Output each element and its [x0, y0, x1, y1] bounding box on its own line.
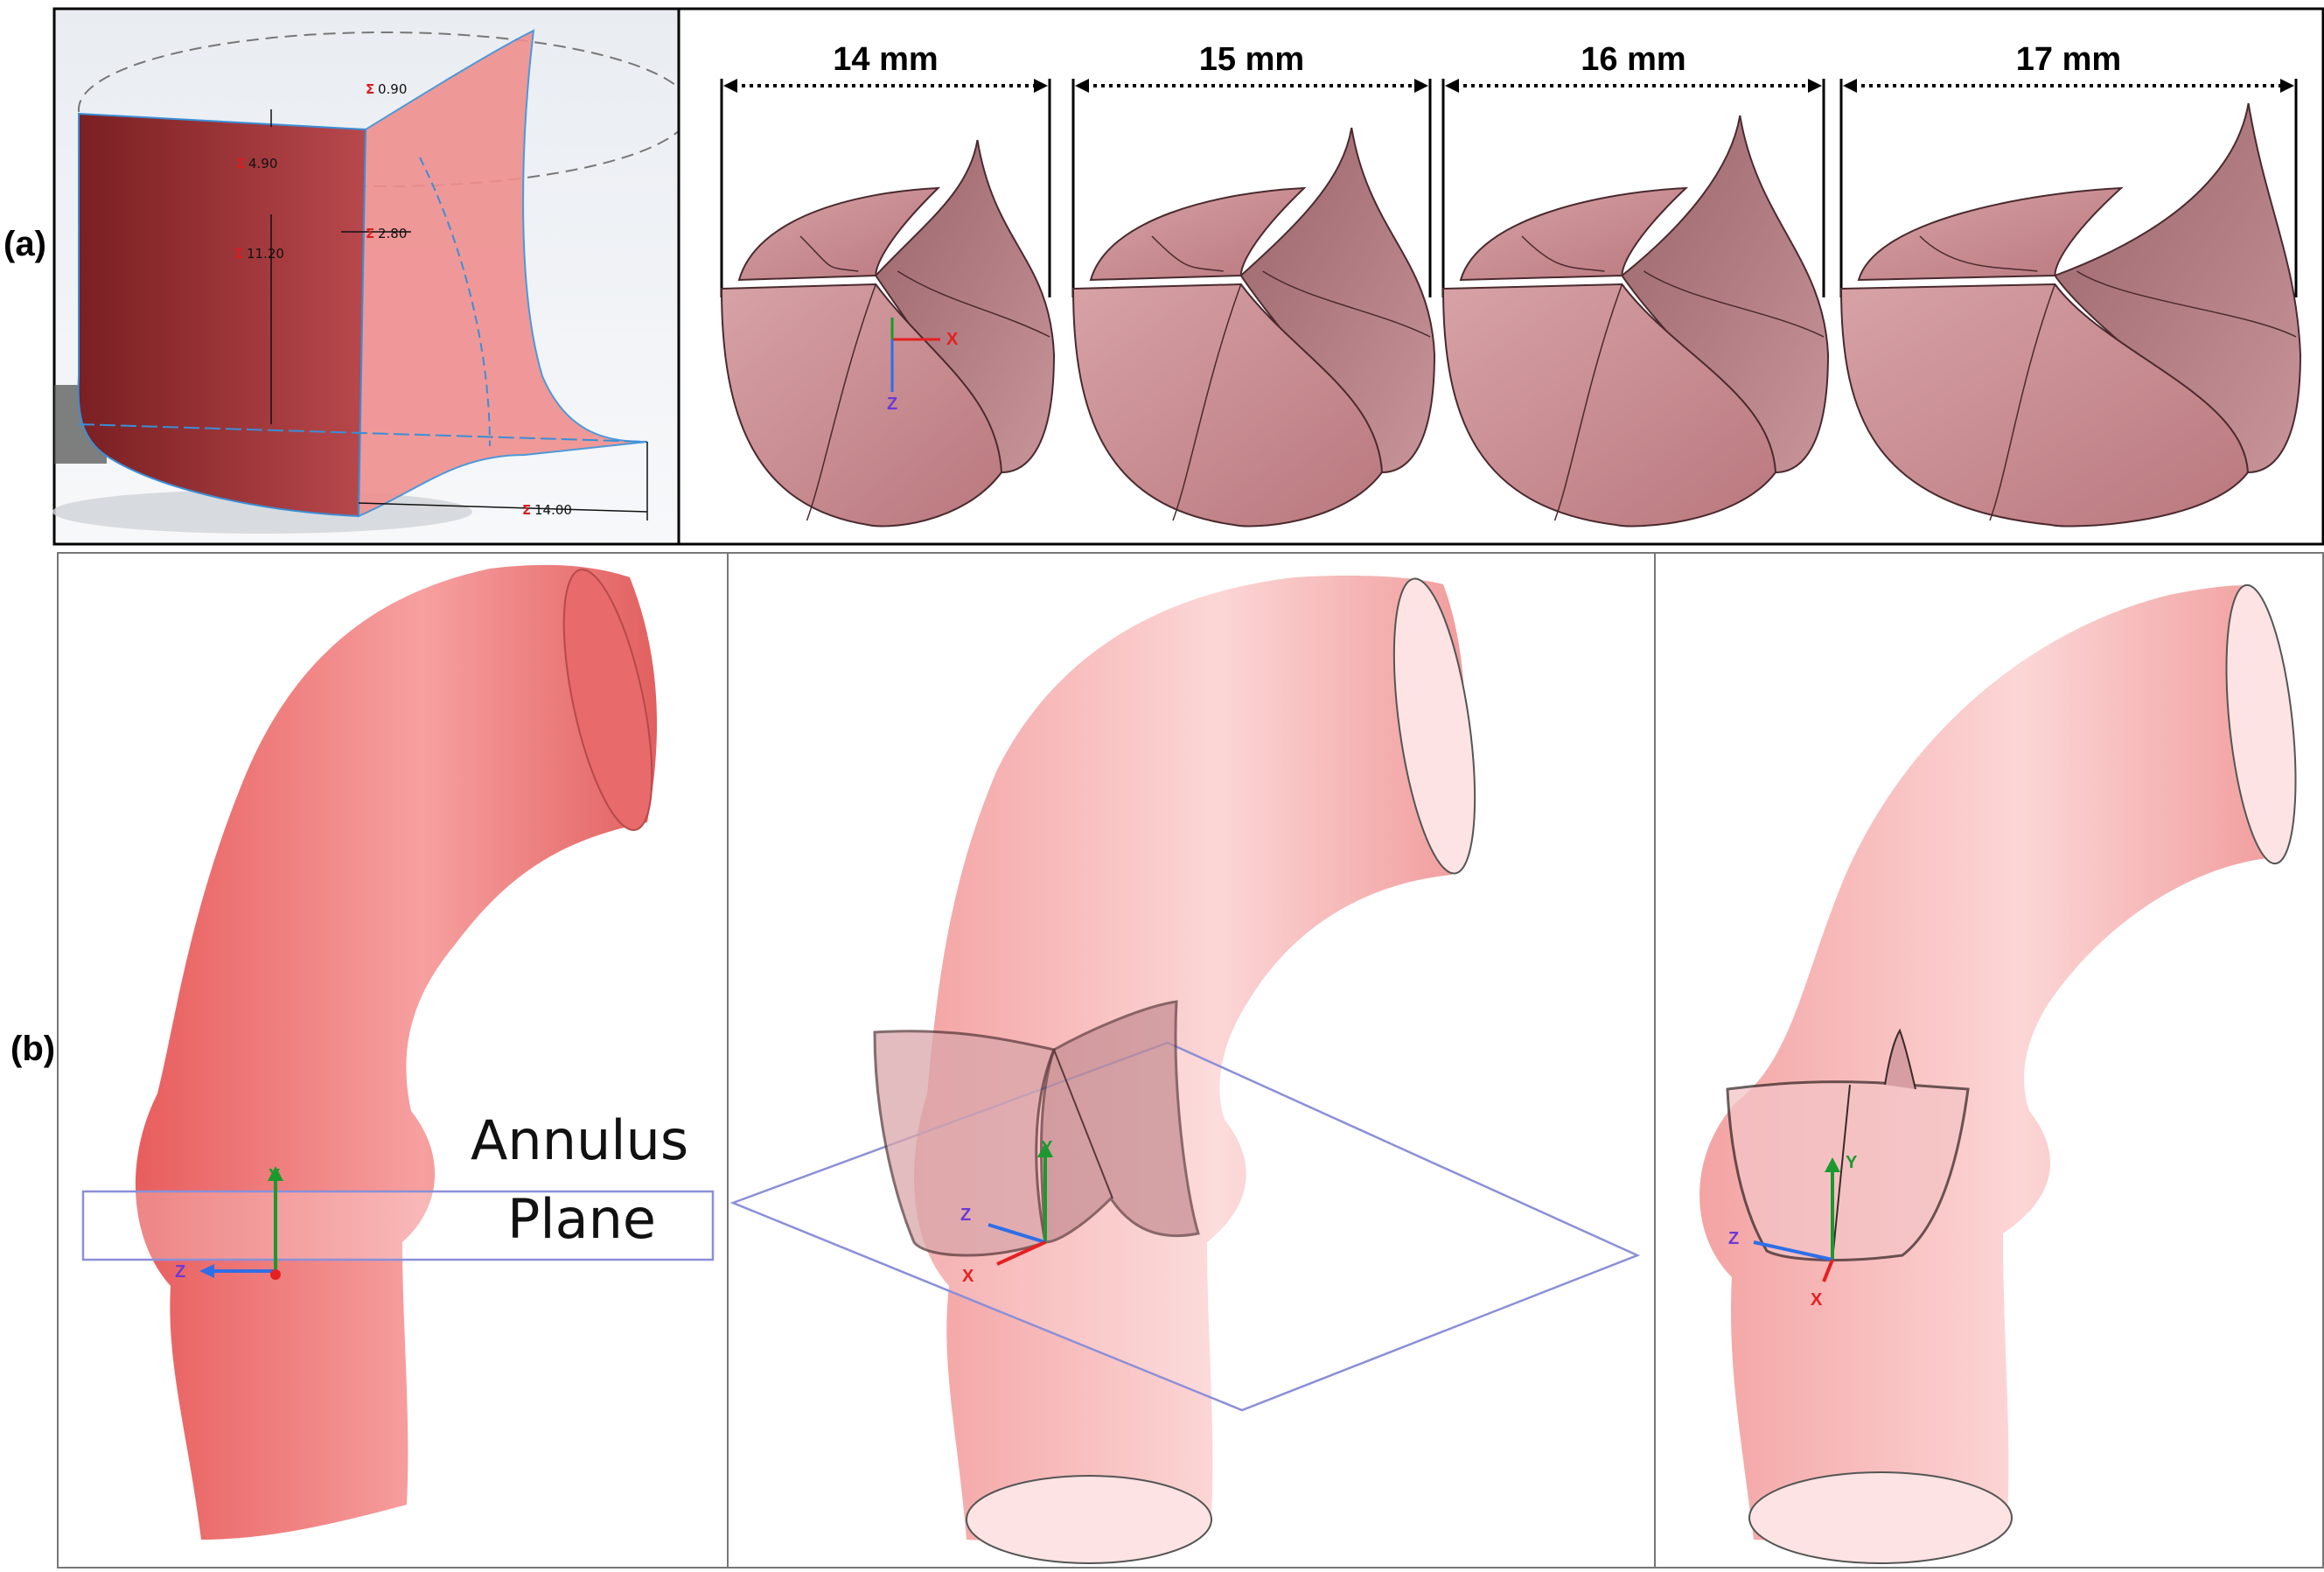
- valve-front-leaflet-4: [1839, 283, 2250, 527]
- size-label-1: 14 mm: [833, 41, 938, 78]
- size-arrow-right-1: [1034, 79, 1048, 93]
- valve-seam-c-1: [799, 235, 859, 272]
- valve-seam-c-3: [1521, 235, 1605, 272]
- valve-seam-c-4: [1919, 235, 2038, 272]
- cad-dim-sym-4: Σ: [234, 246, 243, 262]
- cad-leaflet-pink: [357, 29, 648, 518]
- valve-back-leaflet-1: [737, 186, 941, 282]
- closed-valve-seam: [1832, 1084, 1851, 1261]
- aorta-inlet-3: [1748, 1471, 2013, 1564]
- aorta-outlet-3: [2225, 583, 2297, 865]
- size-arrow-right-3: [1808, 79, 1822, 93]
- valve-back-leaflet-2: [1089, 186, 1307, 282]
- cad-dim-3: 2.80: [378, 226, 407, 241]
- valve-seam-b-4: [2076, 270, 2297, 338]
- valve-size-2: 15 mm: [1071, 41, 1436, 527]
- cad-dim-sym-2: Σ: [236, 156, 245, 171]
- cad-dim-2: 4.90: [248, 156, 277, 171]
- valve-seam-c-2: [1151, 235, 1224, 272]
- axis-y-2-label: Y: [1041, 1138, 1053, 1157]
- cad-dim-sym-3: Σ: [366, 226, 374, 241]
- valve-size-4: 17 mm: [1839, 41, 2302, 527]
- axis-y-1-arrow: [268, 1166, 283, 1181]
- aorta-inlet-2: [966, 1475, 1212, 1564]
- valve-size-3: 16 mm: [1441, 41, 1830, 527]
- size-label-3: 16 mm: [1581, 41, 1685, 78]
- size-arrow-right-4: [2280, 79, 2294, 93]
- axis-z-2-label: Z: [960, 1205, 971, 1225]
- valve-seam-a-3: [1553, 283, 1623, 521]
- cad-dim-4: 11.20: [247, 246, 284, 262]
- valve-front-leaflet-2: [1071, 283, 1384, 527]
- cad-dim-1: 0.90: [378, 81, 407, 97]
- valve-size-1: 14 mm X Z: [720, 41, 1056, 527]
- valve-seam-a-4: [1989, 283, 2056, 521]
- size-arrow-left-1: [723, 79, 737, 93]
- axis-z-2: [988, 1223, 1046, 1244]
- valve-seam-b-2: [1262, 270, 1431, 338]
- cad-dim-bottom: [358, 502, 648, 513]
- cad-base-line: [78, 423, 648, 443]
- closed-valve-tip: [1884, 1028, 1916, 1090]
- axis-x-1-dot: [270, 1269, 281, 1280]
- valve-seam-b-3: [1644, 270, 1825, 338]
- panel-b-label: (b): [10, 1030, 55, 1068]
- aorta-opaque: Y Z: [81, 564, 715, 1540]
- axis-z-3: [1753, 1240, 1833, 1261]
- axis-y-3-label: Y: [1846, 1153, 1858, 1172]
- cad-sketch-curve: [419, 157, 491, 447]
- aorta-outlet-1: [562, 569, 653, 831]
- valve-leaflet-2: [1040, 1000, 1200, 1244]
- axis-x-3-label: X: [1811, 1290, 1823, 1310]
- size-label-2: 15 mm: [1199, 41, 1304, 78]
- valve-seam-a-2: [1172, 283, 1242, 521]
- valve-axis-x-label: X: [946, 330, 959, 349]
- valve-seam-b-1: [897, 270, 1050, 338]
- valve-front-leaflet-1: [720, 283, 1003, 527]
- valve-back-leaflet-3: [1459, 186, 1689, 282]
- axis-y-3-arrow: [1825, 1157, 1840, 1172]
- size-arrow-right-2: [1414, 79, 1428, 93]
- size-label-4: 17 mm: [2016, 41, 2121, 78]
- cad-dim-sym-1: Σ: [366, 81, 374, 97]
- size-arrow-left-2: [1075, 79, 1089, 93]
- size-arrow-left-3: [1445, 79, 1459, 93]
- cad-dim-5: 14.00: [534, 502, 572, 518]
- annulus-plane-box: [81, 1190, 715, 1261]
- aorta-transparent-right: Y Z X: [1699, 583, 2297, 1564]
- valve-commissure: [1053, 1049, 1113, 1199]
- axis-x-2-label: X: [962, 1267, 974, 1286]
- axis-y-2-arrow: [1037, 1142, 1053, 1157]
- aorta-body-1: [135, 564, 658, 1540]
- axis-z-1-arrow: [199, 1264, 214, 1278]
- valve-axis-z-label: Z: [887, 395, 897, 414]
- aorta-body-3: [1699, 585, 2283, 1541]
- aorta-body-2: [914, 575, 1466, 1541]
- valve-seam-a-1: [806, 283, 876, 521]
- panel-a-label: (a): [3, 225, 46, 263]
- axis-z-3-label: Z: [1728, 1229, 1739, 1248]
- valve-size-group: 14 mm X Z 15 mm 16 mm 17 mm: [720, 41, 2302, 527]
- axis-x-2: [996, 1240, 1046, 1266]
- axis-y-1-label: Y: [269, 1166, 281, 1185]
- valve-front-leaflet-3: [1441, 283, 1777, 527]
- aorta-outlet-2: [1392, 577, 1476, 875]
- annulus-label-line2: Plane: [507, 1187, 656, 1251]
- cad-dim-sym-5: Σ: [522, 502, 531, 518]
- closed-valve-leaflets: [1726, 1080, 1970, 1261]
- cad-leaflet-dark: [77, 112, 367, 518]
- aorta-transparent-center: Y Z X: [729, 575, 1641, 1564]
- size-arrow-left-4: [1843, 79, 1857, 93]
- axis-x-3: [1822, 1259, 1834, 1282]
- axis-z-1-label: Z: [175, 1262, 185, 1282]
- annulus-label-line1: Annulus: [471, 1108, 688, 1172]
- cad-drawing-panel: Σ 0.90 Σ 4.90 Σ 2.80 Σ 11.20 Σ 14.00: [52, 7, 692, 546]
- valve-back-leaflet-4: [1857, 186, 2124, 282]
